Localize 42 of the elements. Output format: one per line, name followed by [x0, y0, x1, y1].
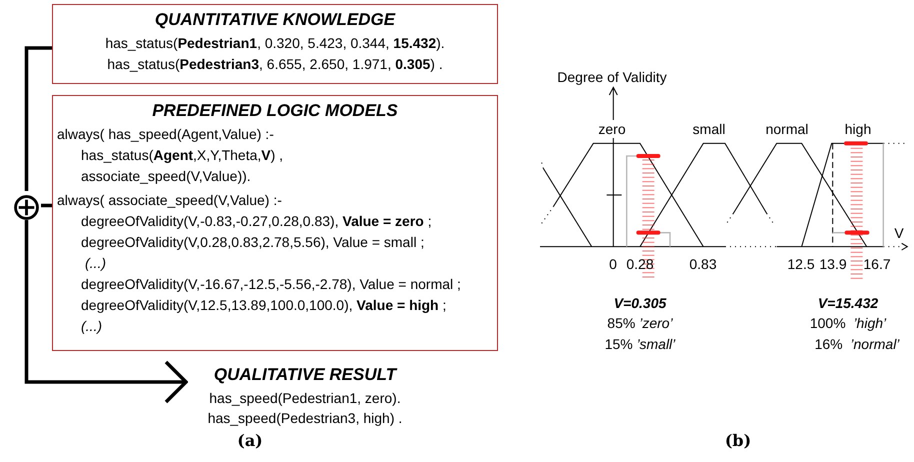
code-line: (...)	[81, 317, 102, 336]
code-line: degreeOfValidity(V,-16.67,-12.5,-5.56,-2.78), Value = normal ;	[81, 275, 461, 294]
code-line: degreeOfValidity(V,-0.83,-0.27,0.28,0.83), Value = zero ;	[81, 212, 432, 231]
chart-label: 100% ’high’	[810, 314, 886, 332]
chart-label: V=0.305	[614, 294, 666, 312]
chart-label: V=15.432	[818, 294, 878, 312]
code-line: associate_speed(V,Value)).	[81, 167, 251, 186]
chart-label: 12.5	[787, 255, 815, 273]
code-line: has_status(Pedestrian1, 0.320, 5.423, 0.344, 15.432).	[105, 34, 445, 53]
chart-label: 0.83	[689, 255, 717, 273]
section-heading: QUALITATIVE RESULT	[214, 364, 396, 386]
code-line: degreeOfValidity(V,12.5,13.89,100.0,100.0), Value = high ;	[81, 296, 446, 315]
code-line: always( associate_speed(V,Value) :-	[57, 191, 282, 210]
connector-line	[41, 204, 52, 208]
chart-label: 0.28	[626, 255, 654, 273]
text-panel	[52, 95, 498, 351]
connector-line	[24, 46, 52, 191]
panel-caption: (b)	[724, 432, 752, 450]
chart-label: 15% ’small’	[604, 335, 676, 353]
chart-label: high	[844, 120, 872, 138]
text-panel	[52, 4, 498, 84]
code-line: always( has_speed(Agent,Value) :-	[57, 125, 274, 144]
chart-label: normal	[766, 120, 808, 138]
chart-label: 0	[609, 255, 617, 273]
section-heading: QUANTITATIVE KNOWLEDGE	[154, 9, 396, 31]
code-line: has_speed(Pedestrian3, high) .	[208, 409, 402, 428]
chart-label: small	[692, 120, 726, 138]
code-line: degreeOfValidity(V,0.28,0.83,2.78,5.56), Value = small ;	[81, 233, 424, 252]
chart-label: zero	[598, 120, 626, 138]
code-line: has_speed(Pedestrian1, zero).	[209, 389, 401, 408]
panel-caption: (a)	[237, 432, 263, 450]
section-heading: PREDEFINED LOGIC MODELS	[152, 100, 398, 122]
chart-label: 16.7	[863, 255, 891, 273]
code-line: has_status(Agent,X,Y,Theta,V) ,	[81, 146, 284, 165]
chart-label: 13.9	[819, 255, 847, 273]
code-line: (...)	[85, 254, 106, 273]
code-line: has_status(Pedestrian3, 6.655, 2.650, 1.971, 0.305) .	[107, 55, 443, 74]
chart-label: 16% ’normal’	[814, 335, 900, 353]
chart-label: Degree of Validity	[557, 68, 667, 86]
chart-label: 85% ’zero’	[607, 314, 673, 332]
chart-label: V	[894, 224, 904, 242]
arrow	[24, 220, 188, 404]
